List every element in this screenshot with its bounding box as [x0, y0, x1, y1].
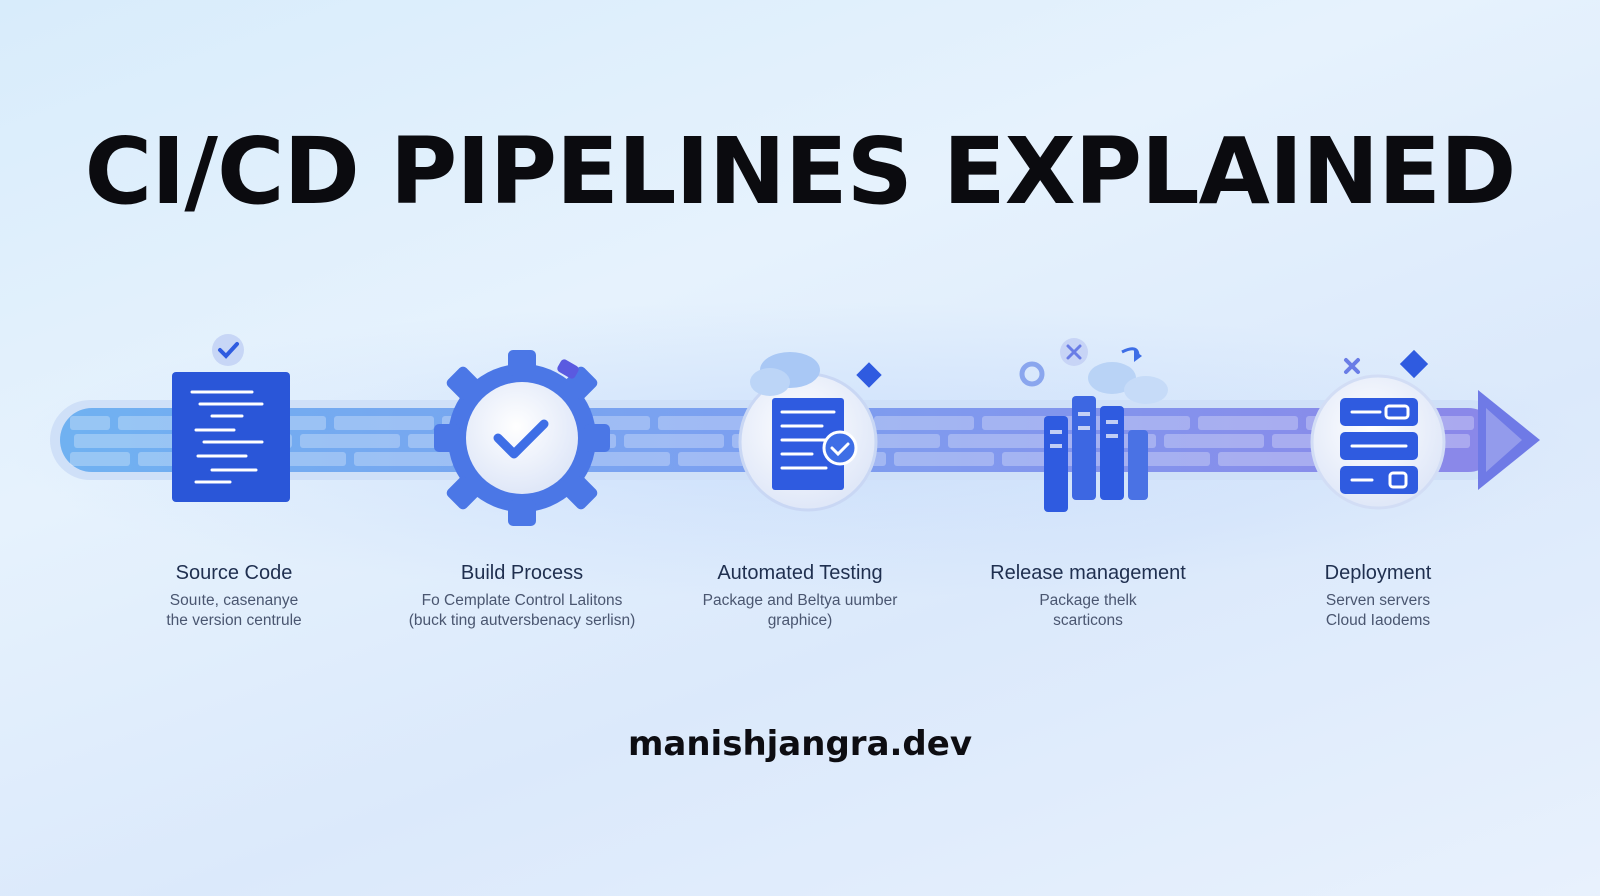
- pipeline-diagram: [50, 334, 1540, 526]
- gear-check-icon: [434, 350, 610, 526]
- stage-desc-line1: Fo Cemplate Control Lalitons: [421, 592, 623, 609]
- stage-desc-line2: Cloud Iaodems: [1325, 612, 1431, 629]
- code-file-icon: [172, 334, 290, 502]
- stage-desc-line1: Souıte, casenanye: [169, 592, 299, 609]
- server-cloud-icon: [1019, 338, 1168, 512]
- stage-title: Automated Testing: [717, 562, 883, 584]
- stage-build-process: Build Process Fo Cemplate Control Lalito…: [372, 562, 672, 631]
- stage-release-management: Release management Package thelk scartic…: [938, 562, 1238, 631]
- page-title: CI/CD PIPELINES EXPLAINED: [84, 118, 1517, 225]
- stage-title: Source Code: [175, 562, 293, 584]
- stage-desc-line2: scarticons: [1053, 612, 1123, 629]
- test-document-icon: [738, 352, 882, 512]
- stage-desc-line2: (buck ting autversbenacy serlisn): [408, 612, 636, 629]
- stage-title: Build Process: [460, 562, 584, 584]
- stage-deployment: Deployment Serven servers Cloud Iaodems: [1228, 562, 1528, 631]
- stage-desc-line1: Serven servers: [1325, 592, 1431, 609]
- pipeline-arrow-head: [1478, 390, 1540, 490]
- stage-title: Release management: [990, 562, 1186, 584]
- stage-desc-line2: graphice): [767, 612, 833, 629]
- stage-title: Deployment: [1324, 562, 1432, 584]
- stage-automated-testing: Automated Testing Package and Beltya uum…: [650, 562, 950, 631]
- stage-source-code: Source Code Souıte, casenanye the versio…: [84, 562, 384, 631]
- stage-desc-line2: the version centrule: [166, 612, 302, 629]
- stage-desc-line1: Package and Beltya uumber: [702, 592, 898, 609]
- site-url: manishjangra.dev: [627, 724, 972, 764]
- stage-desc-line1: Package thelk: [1039, 592, 1137, 609]
- server-rack-icon: [1310, 349, 1446, 510]
